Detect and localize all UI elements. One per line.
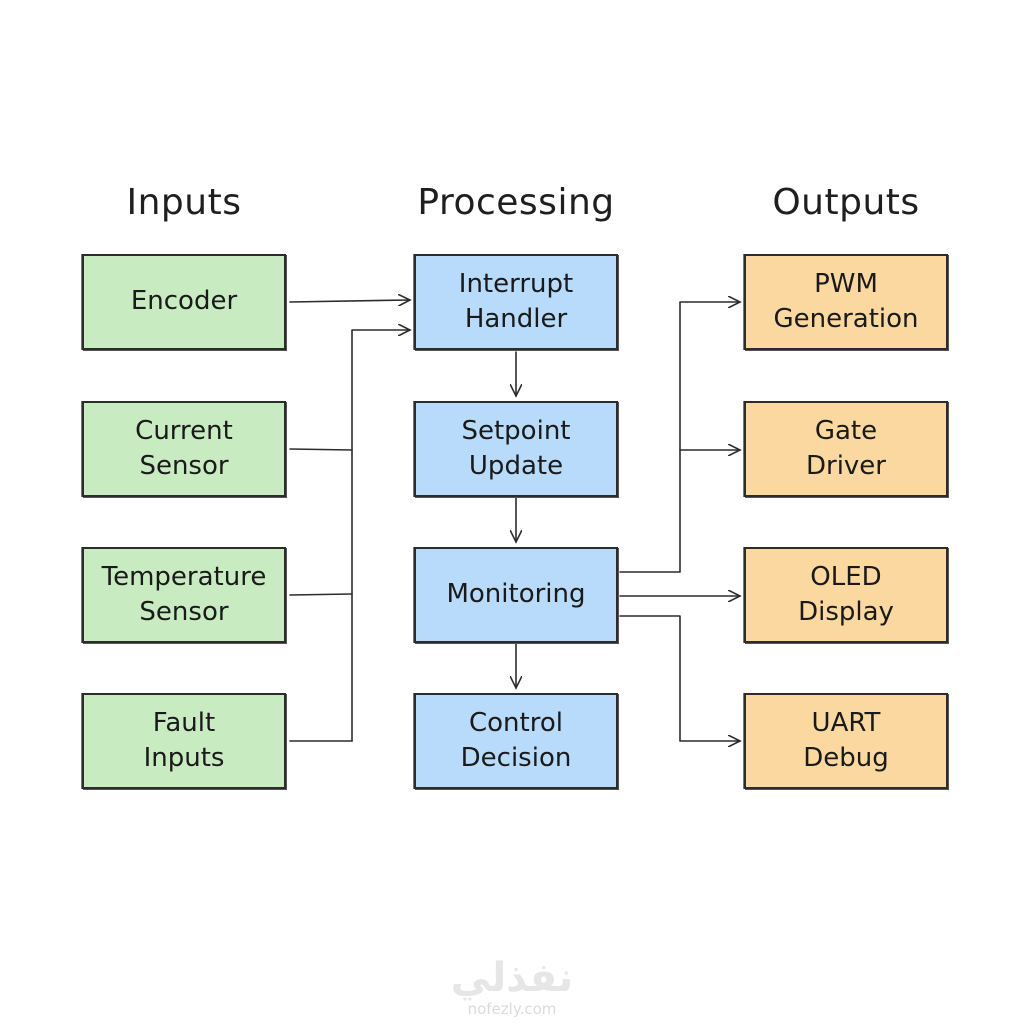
box-label-line1: Control — [469, 707, 563, 738]
box-label-line1: PWM — [814, 268, 878, 299]
input-box-current-sensor: Current Sensor — [82, 401, 286, 497]
box-label-line1: Current — [135, 415, 233, 446]
processing-column-title: Processing — [417, 182, 615, 223]
watermark-url: nofezly.com — [467, 1000, 557, 1018]
outputs-column-title: Outputs — [772, 182, 920, 223]
box-label-line2: Generation — [773, 304, 919, 334]
wire-temperature-sensor — [289, 593, 353, 596]
output-box-pwm-generation: PWM Generation — [744, 254, 948, 350]
box-label-line1: Gate — [814, 415, 878, 446]
box-label-line2: Debug — [803, 743, 889, 773]
box-label-line1: OLED — [810, 561, 882, 592]
processing-box-setpoint-update: Setpoint Update — [414, 401, 618, 497]
watermark-arabic: نفذلي — [450, 955, 574, 1001]
output-box-uart-debug: UART Debug — [744, 693, 948, 789]
output-box-gate-driver: Gate Driver — [744, 401, 948, 497]
box-label-line1: Encoder — [130, 286, 238, 317]
processing-box-interrupt-handler: Interrupt Handler — [414, 254, 618, 350]
inputs-column-title: Inputs — [126, 182, 242, 223]
processing-box-monitoring: Monitoring — [414, 547, 618, 643]
wire-current-sensor — [289, 448, 353, 451]
box-label-line1: Fault — [152, 707, 216, 738]
box-label-line2: Inputs — [143, 743, 225, 773]
box-label-line2: Sensor — [139, 597, 229, 627]
box-label-line1: Temperature — [101, 561, 267, 592]
arrow-monitoring-to-uart — [619, 615, 740, 741]
box-label-line1: Interrupt — [458, 268, 574, 299]
box-label-line2: Update — [468, 451, 564, 481]
input-box-fault-inputs: Fault Inputs — [82, 693, 286, 789]
processing-box-control-decision: Control Decision — [414, 693, 618, 789]
box-label-line2: Handler — [464, 304, 568, 334]
box-label-line1: Monitoring — [446, 579, 586, 610]
output-box-oled-display: OLED Display — [744, 547, 948, 643]
box-label-line1: UART — [811, 707, 881, 738]
box-label-line2: Display — [798, 597, 894, 627]
box-label-line2: Driver — [805, 451, 886, 481]
arrow-encoder-to-interrupt — [289, 300, 410, 302]
input-bus — [351, 330, 410, 742]
input-box-encoder: Encoder — [82, 254, 286, 350]
box-label-line1: Setpoint — [461, 415, 571, 446]
box-label-line2: Sensor — [139, 451, 229, 481]
input-box-temperature-sensor: Temperature Sensor — [82, 547, 286, 643]
arrow-monitoring-to-pwm — [619, 302, 740, 573]
box-label-line2: Decision — [460, 743, 572, 773]
